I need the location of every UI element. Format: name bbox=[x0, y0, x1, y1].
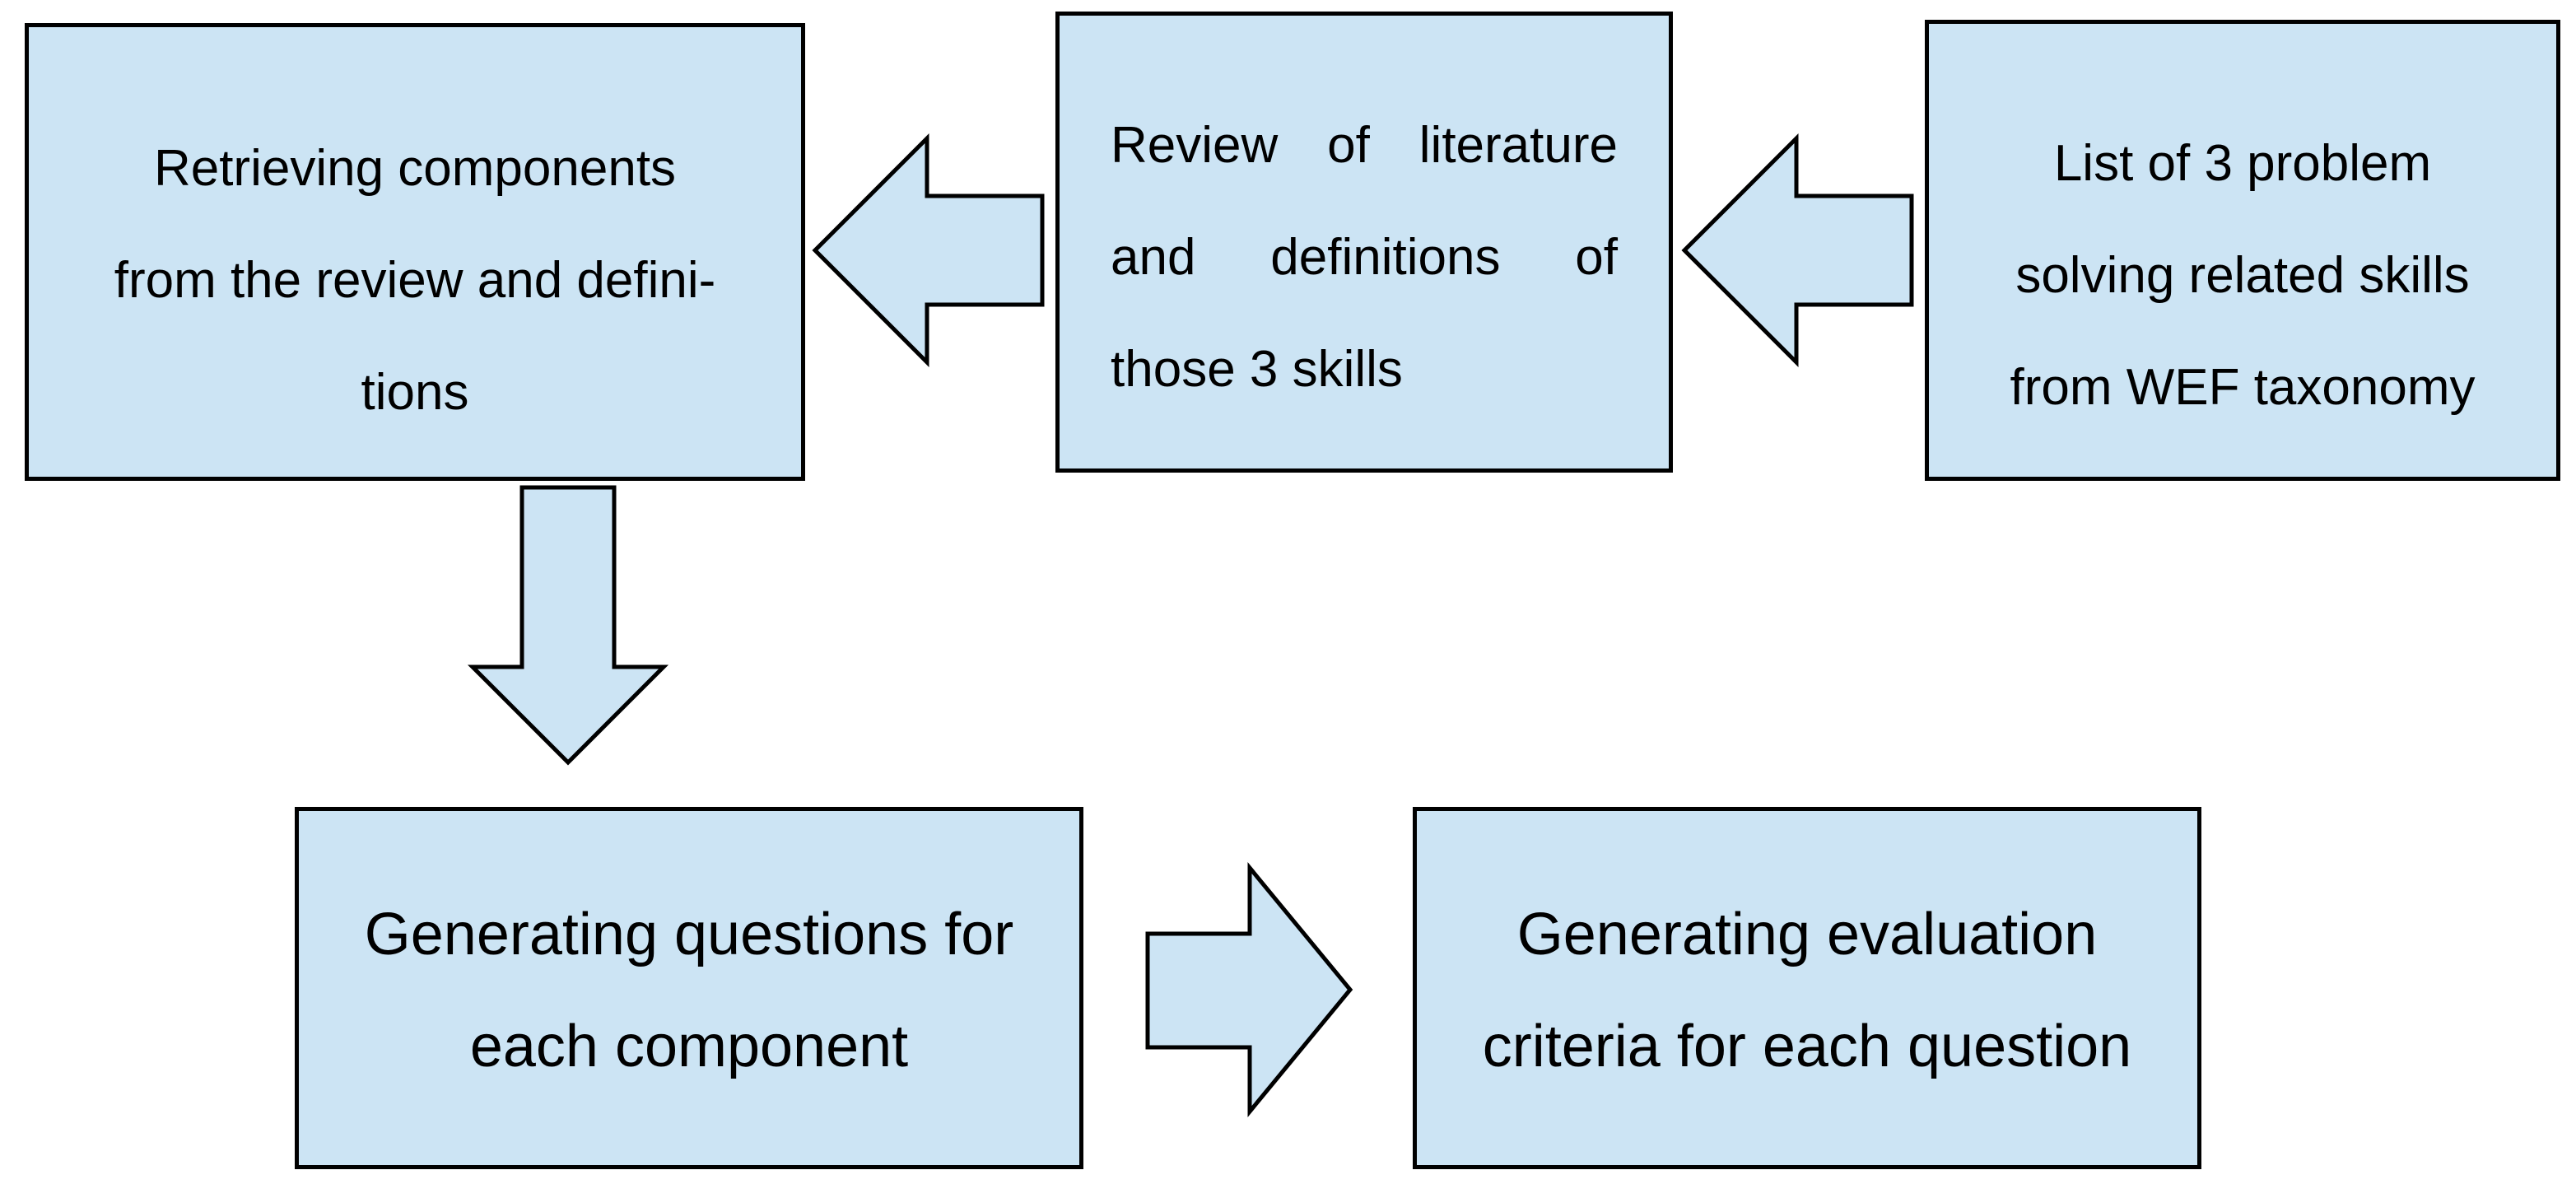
node-generating-questions-text: Generating questions for each component bbox=[299, 879, 1079, 1102]
node-review-line-2: and definitions of bbox=[1111, 229, 1618, 286]
node-skill-list: List of 3 problem solving related skills… bbox=[1925, 20, 2560, 481]
node-retrieving-line-2: from the review and defini- bbox=[114, 252, 716, 309]
node-list-line-1: List of 3 problem bbox=[2053, 135, 2432, 192]
arrow-review-to-retrieving bbox=[812, 133, 1045, 368]
arrow-retrieving-to-questions bbox=[467, 485, 669, 766]
node-questions-line-2: each component bbox=[469, 1014, 909, 1079]
arrow-list-to-review bbox=[1681, 133, 1914, 368]
node-list-line-3: from WEF taxonomy bbox=[2010, 359, 2476, 416]
node-review-line-1: Review of literature bbox=[1111, 117, 1618, 174]
node-retrieving-line-1: Retrieving components bbox=[153, 140, 677, 197]
node-skill-list-text: List of 3 problem solving related skills… bbox=[1929, 108, 2556, 444]
node-criteria-line-2: criteria for each question bbox=[1482, 1014, 2132, 1079]
node-criteria-line-1: Generating evaluation bbox=[1516, 902, 2098, 967]
node-evaluation-criteria: Generating evaluation criteria for each … bbox=[1413, 807, 2201, 1169]
node-retrieving-line-3: tions bbox=[361, 364, 469, 421]
arrow-questions-to-criteria bbox=[1145, 862, 1353, 1117]
node-retrieving-components-text: Retrieving components from the review an… bbox=[29, 113, 801, 449]
node-list-line-2: solving related skills bbox=[2015, 247, 2470, 304]
node-review-literature: Review of literature and definitions of … bbox=[1055, 12, 1673, 473]
node-review-literature-text: Review of literature and definitions of … bbox=[1111, 90, 1618, 426]
node-evaluation-criteria-text: Generating evaluation criteria for each … bbox=[1417, 879, 2197, 1102]
node-retrieving-components: Retrieving components from the review an… bbox=[25, 23, 805, 481]
node-review-line-3: those 3 skills bbox=[1111, 341, 1403, 398]
node-generating-questions: Generating questions for each component bbox=[295, 807, 1083, 1169]
node-questions-line-1: Generating questions for bbox=[364, 902, 1014, 967]
